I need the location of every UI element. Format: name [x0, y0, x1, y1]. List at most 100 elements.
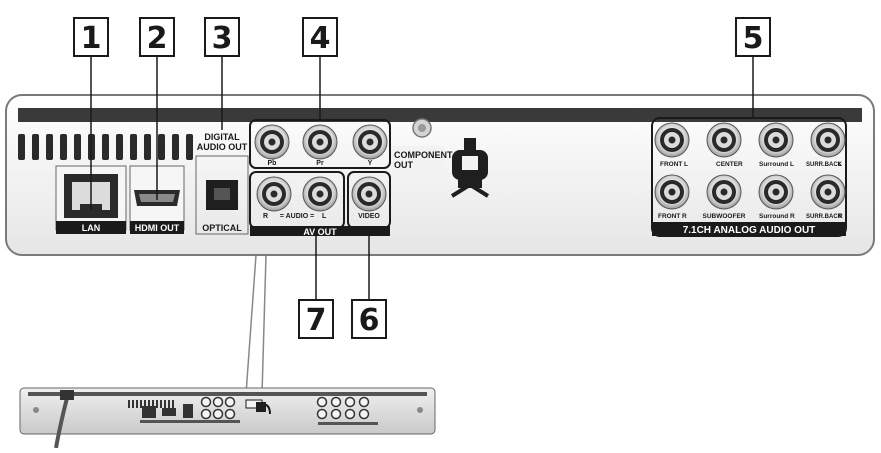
svg-text:7: 7: [306, 303, 327, 338]
vent-slot: [60, 134, 67, 160]
mini-vent-slot: [140, 400, 142, 408]
mini-jack: [344, 408, 356, 420]
mini-vent-slot: [164, 400, 166, 408]
mini-jack: [224, 408, 236, 420]
power-inlet-icon: [450, 138, 490, 198]
pr-label: Pr: [316, 160, 324, 167]
vent-slot: [130, 134, 137, 160]
jack-surrback-l: [810, 122, 846, 158]
power-cable: [54, 390, 74, 449]
optical-port: DIGITAL AUDIO OUT OPTICAL: [195, 132, 249, 235]
jack-audio-r: [256, 176, 292, 212]
jack-subwoofer: [706, 174, 742, 210]
jack-front-l: [654, 122, 690, 158]
mini-jack: [358, 396, 370, 408]
svg-text:5: 5: [743, 21, 764, 56]
svg-text:4: 4: [310, 21, 331, 56]
mini-vent-slot: [132, 400, 134, 408]
mini-vent-slot: [168, 400, 170, 408]
vent-slot: [144, 134, 151, 160]
svg-text:1: 1: [81, 21, 102, 56]
surr-back-l-label: SURR.BACK: [806, 162, 843, 168]
vent-slot: [116, 134, 123, 160]
callout-3: 3: [204, 17, 240, 57]
surround-l-label: Surround: [759, 161, 788, 168]
surr-back-l-mark: L: [838, 161, 842, 168]
jack-y: [352, 124, 388, 160]
mini-vent-slots: [128, 400, 174, 408]
callout-7: 7: [298, 299, 334, 339]
surround-r-mark: R: [790, 213, 795, 220]
mini-jack: [330, 396, 342, 408]
front-l-label: FRONT: [660, 161, 682, 168]
mini-vent-slot: [160, 400, 162, 408]
jack-surround-r: [758, 174, 794, 210]
mini-jack: [212, 396, 224, 408]
jack-front-r: [654, 174, 690, 210]
callout-2: 2: [139, 17, 175, 57]
mini-jack: [316, 408, 328, 420]
front-l-mark: L: [684, 161, 688, 168]
subwoofer-label: SUBWOOFER: [703, 213, 746, 220]
pb-label: Pb: [268, 160, 277, 167]
surround-r-label: Surround: [759, 213, 788, 220]
callout-1: 1: [73, 17, 109, 57]
vent-slot: [32, 134, 39, 160]
callout-4: 4: [302, 17, 338, 57]
vent-slot: [172, 134, 179, 160]
callout-6: 6: [351, 299, 387, 339]
audio-l-label: L: [322, 213, 327, 220]
jack-surround-l: [758, 122, 794, 158]
mini-vent-slot: [148, 400, 150, 408]
vent-slot: [158, 134, 165, 160]
mini-vent-slot: [172, 400, 174, 408]
mini-jack: [200, 408, 212, 420]
jack-pr: [302, 124, 338, 160]
mini-jack: [316, 396, 328, 408]
front-r-mark: R: [682, 213, 687, 220]
svg-text:2: 2: [147, 21, 168, 56]
jack-audio-l: [302, 176, 338, 212]
mini-jack: [330, 408, 342, 420]
mini-jack: [200, 396, 212, 408]
audio-mid-label: = AUDIO =: [280, 213, 314, 220]
analog-audio-frame: 7.1CH ANALOG AUDIO OUT: [651, 117, 847, 237]
component-out-1: COMPONENT: [394, 150, 453, 160]
mini-vent-slot: [128, 400, 130, 408]
audio-r-label: R: [263, 213, 268, 220]
zoom-lines: [245, 254, 267, 395]
svg-text:3: 3: [212, 21, 233, 56]
surr-back-r-label: SURR.BACK: [806, 214, 843, 220]
video-label: VIDEO: [358, 213, 380, 220]
analog-audio-label: 7.1CH ANALOG AUDIO OUT: [683, 225, 816, 236]
jack-center: [706, 122, 742, 158]
svg-text:6: 6: [359, 303, 380, 338]
hdmi-out-label: HDMI OUT: [135, 223, 180, 233]
optical-label: OPTICAL: [202, 223, 242, 233]
mini-jack: [358, 408, 370, 420]
front-r-label: FRONT: [658, 213, 680, 220]
screw-icon: [412, 118, 432, 138]
surr-back-r-mark: R: [838, 213, 843, 220]
mini-vent-slot: [156, 400, 158, 408]
component-out-2: OUT: [394, 160, 414, 170]
jack-surrback-r: [810, 174, 846, 210]
callout-5: 5: [735, 17, 771, 57]
vent-slots: [18, 134, 193, 160]
vent-slot: [102, 134, 109, 160]
mini-jack: [224, 396, 236, 408]
vent-slot: [18, 134, 25, 160]
vent-slot: [186, 134, 193, 160]
lan-label: LAN: [82, 223, 101, 233]
y-label: Y: [368, 160, 373, 167]
av-out-label: AV OUT: [303, 227, 337, 237]
digital-label-1: DIGITAL: [204, 132, 240, 142]
center-label: CENTER: [716, 161, 743, 168]
mini-vent-slot: [152, 400, 154, 408]
mini-vent-slot: [136, 400, 138, 408]
jack-video: [351, 176, 387, 212]
lan-port: LAN: [55, 165, 127, 234]
callout-leaders: [90, 55, 754, 303]
